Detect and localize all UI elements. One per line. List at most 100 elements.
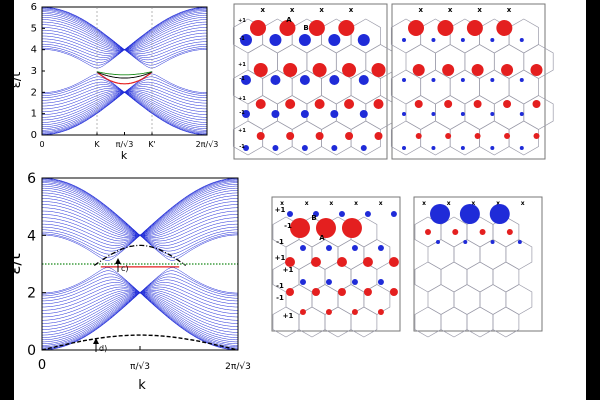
site-amplitude-dot: [308, 20, 325, 36]
site-amplitude-dot: [377, 279, 384, 285]
site-amplitude-dot: [269, 34, 282, 46]
site-amplitude-dot: [345, 132, 354, 140]
edge-mark: x: [471, 200, 475, 207]
annotation-d-label: d): [99, 344, 107, 353]
site-amplitude-dot: [474, 133, 481, 139]
site-amplitude-dot: [517, 240, 522, 244]
site-amplitude-dot: [437, 20, 454, 36]
annotation-c-label: c): [121, 264, 129, 273]
site-amplitude-dot: [490, 112, 495, 116]
site-amplitude-dot: [338, 211, 345, 217]
site-amplitude-dot: [402, 78, 406, 82]
site-amplitude-dot: [530, 64, 543, 76]
site-amplitude-dot: [344, 99, 355, 109]
site-amplitude-dot: [255, 99, 266, 109]
edge-mark: x: [507, 6, 512, 14]
x-tick-label: 0: [39, 140, 44, 149]
site-amplitude-dot: [479, 229, 486, 235]
site-amplitude-dot: [412, 64, 425, 76]
site-amplitude-dot: [388, 257, 399, 267]
site-amplitude-dot: [279, 20, 296, 36]
site-amplitude-dot: [287, 211, 293, 217]
lattice-label: -1: [276, 282, 284, 290]
site-amplitude-dot: [377, 245, 384, 251]
site-amplitude-dot: [285, 99, 296, 109]
edge-mark: x: [319, 6, 324, 14]
x-tick-label: 0: [38, 358, 46, 373]
edge-mark: x: [521, 200, 525, 207]
site-amplitude-dot: [459, 204, 480, 224]
site-amplitude-dot: [431, 112, 436, 116]
site-amplitude-dot: [374, 132, 383, 140]
lattice-label: -1: [239, 144, 245, 150]
site-amplitude-dot: [519, 78, 524, 82]
site-amplitude-dot: [460, 146, 465, 150]
site-amplitude-dot: [503, 100, 512, 108]
site-amplitude-dot: [430, 204, 450, 224]
site-amplitude-dot: [325, 245, 332, 251]
site-amplitude-dot: [253, 63, 268, 77]
annotation-d-arrowhead: [93, 338, 99, 344]
lattice-label: +1: [238, 62, 246, 68]
site-amplitude-dot: [532, 100, 541, 108]
bottom-band-curves: [41, 177, 239, 351]
site-amplitude-dot: [519, 38, 524, 42]
site-amplitude-dot: [312, 211, 319, 217]
site-amplitude-dot: [519, 112, 524, 116]
site-amplitude-dot: [471, 64, 484, 76]
site-amplitude-dot: [490, 240, 495, 244]
site-amplitude-dot: [501, 64, 514, 76]
site-amplitude-dot: [243, 145, 249, 151]
lattice-label: -1: [284, 222, 292, 230]
y-tick-label: 6: [27, 171, 36, 187]
site-amplitude-dot: [490, 38, 495, 42]
lattice-hexagon: [350, 120, 381, 156]
edge-mark: x: [379, 200, 383, 207]
lattice-label: +1: [275, 254, 286, 262]
top-band-curves: [41, 6, 208, 136]
site-amplitude-dot: [351, 279, 358, 285]
site-amplitude-dot: [463, 240, 468, 244]
site-amplitude-dot: [431, 146, 436, 150]
site-amplitude-dot: [466, 20, 483, 36]
site-amplitude-dot: [445, 133, 452, 139]
site-amplitude-dot: [519, 146, 524, 150]
site-amplitude-dot: [325, 279, 332, 285]
site-amplitude-dot: [414, 100, 423, 108]
site-amplitude-dot: [490, 146, 495, 150]
site-amplitude-dot: [363, 288, 372, 296]
site-amplitude-dot: [504, 133, 511, 139]
site-amplitude-dot: [342, 63, 357, 77]
edge-band-green: [96, 71, 153, 76]
site-amplitude-dot: [250, 20, 266, 36]
site-amplitude-dot: [300, 110, 309, 118]
site-amplitude-dot: [299, 245, 306, 251]
site-amplitude-dot: [242, 110, 250, 118]
lattice-label: B: [303, 24, 308, 32]
site-amplitude-dot: [336, 257, 347, 267]
lattice-hexagon: [350, 306, 378, 338]
site-amplitude-dot: [241, 75, 251, 85]
site-amplitude-dot: [364, 211, 371, 217]
site-amplitude-dot: [496, 20, 513, 36]
site-amplitude-dot: [240, 34, 252, 46]
site-amplitude-dot: [357, 34, 370, 46]
site-amplitude-dot: [460, 78, 465, 82]
lattice-label: -1: [239, 36, 245, 42]
lattice-label: +1: [283, 266, 294, 274]
site-amplitude-dot: [256, 132, 265, 140]
site-amplitude-dot: [298, 34, 311, 46]
site-amplitude-dot: [290, 218, 310, 238]
lattice-label: +1: [275, 206, 286, 214]
edge-mark: x: [290, 6, 295, 14]
edge-band-black: [96, 71, 153, 79]
site-amplitude-dot: [460, 112, 465, 116]
site-amplitude-dot: [490, 78, 495, 82]
site-amplitude-dot: [351, 245, 358, 251]
